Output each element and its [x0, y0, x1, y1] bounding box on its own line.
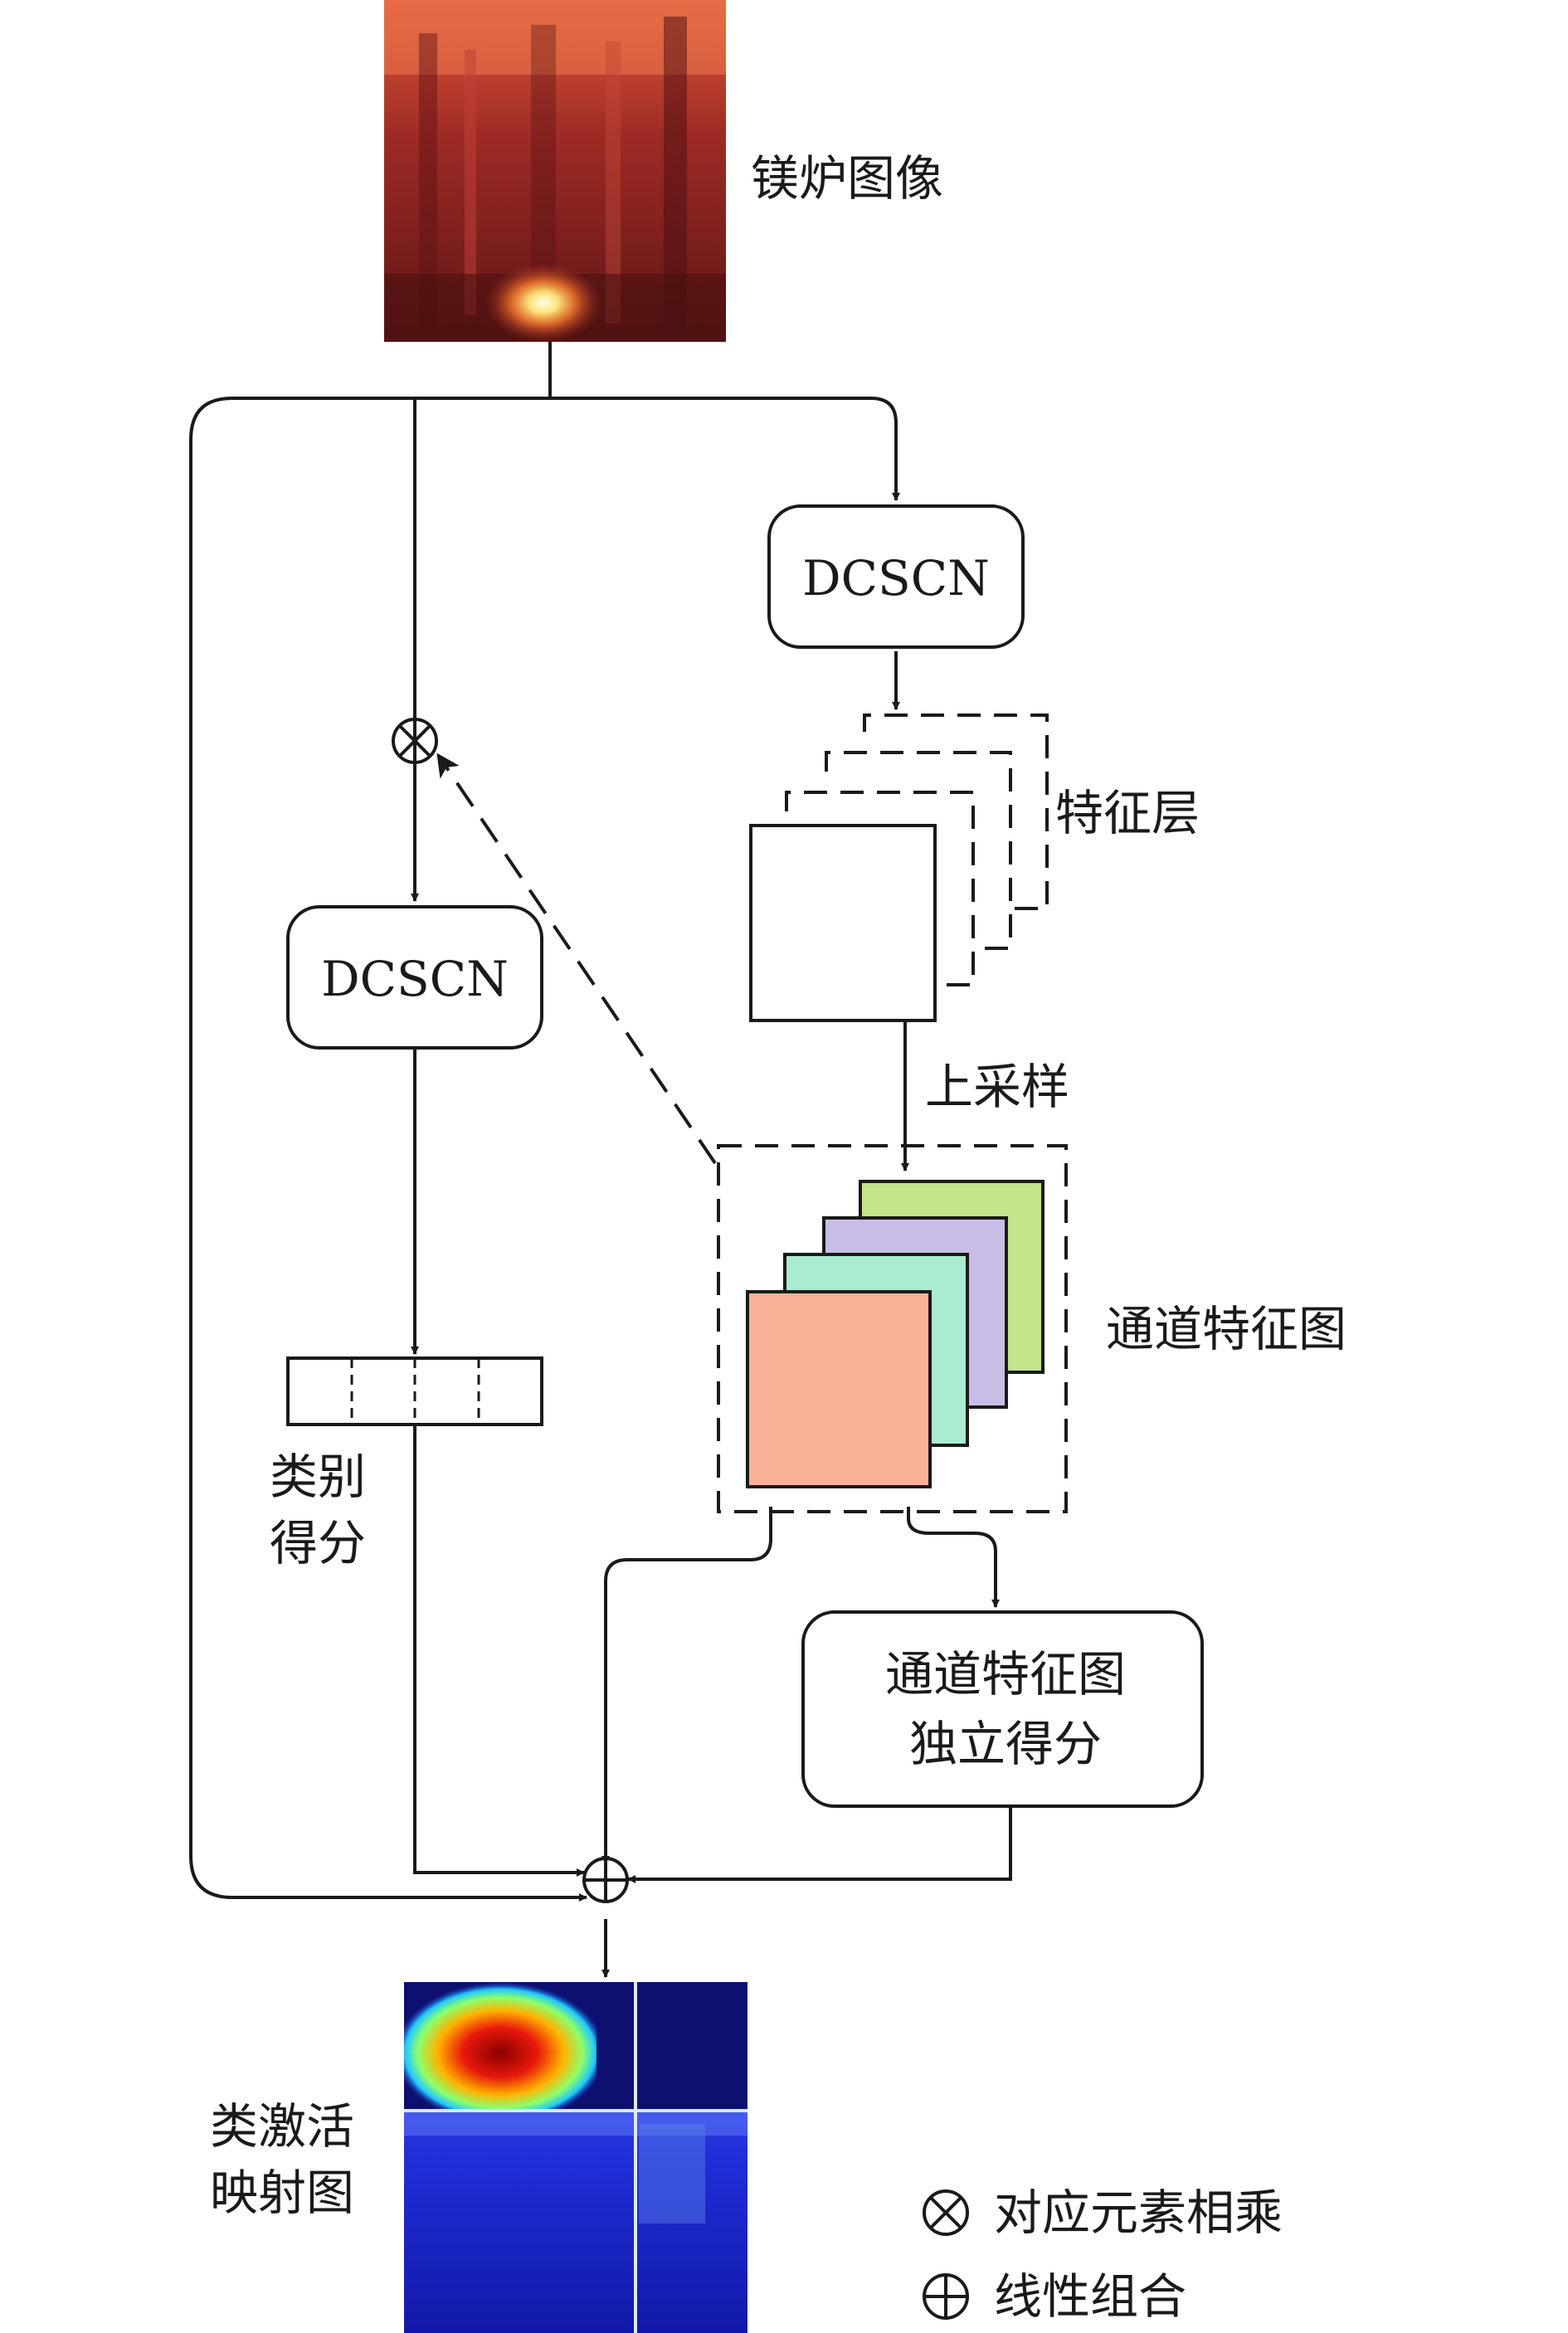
class-activation-map	[404, 1982, 747, 2333]
channel-feature-map-label: 通道特征图	[1106, 1301, 1346, 1357]
sum-node	[582, 1857, 629, 1903]
furnace-image-label: 镁炉图像	[751, 150, 943, 207]
feature-layer-label: 特征层	[1055, 785, 1200, 841]
class-score-vector	[286, 1356, 543, 1426]
to-dcscn-right	[232, 397, 900, 501]
legend-sum-label: 线性组合	[994, 2268, 1186, 2325]
legend-sum-icon	[923, 2273, 969, 2320]
dashed-feedback-arrow	[436, 753, 717, 1165]
skip-to-sum	[189, 397, 587, 1902]
cam-label-line1: 类激活	[210, 2098, 354, 2155]
class-score-to-sum	[413, 1425, 585, 1877]
channel-score-box	[801, 1610, 1204, 1808]
dcscn-left-label: DCSCN	[321, 951, 509, 1007]
channel-score-to-sum	[627, 1808, 1012, 1883]
channel-score-label-line2: 独立得分	[909, 1716, 1102, 1772]
channel-maps-stack	[746, 1180, 1045, 1488]
connectors	[189, 342, 1012, 1978]
maps-to-sum	[601, 1507, 772, 1864]
legend: 对应元素相乘 线性组合	[923, 2184, 1283, 2325]
feature-layer-stack	[749, 714, 1049, 1022]
map-salmon	[746, 1290, 932, 1488]
legend-multiply-label: 对应元素相乘	[994, 2184, 1283, 2241]
channel-score-label-line1: 通道特征图	[885, 1646, 1126, 1702]
cam-label-line2: 映射图	[210, 2165, 354, 2221]
class-score-label-line2: 得分	[270, 1515, 366, 1571]
maps-to-channel-score	[907, 1507, 1000, 1608]
channel-maps-frame	[717, 1144, 1068, 1513]
class-score-label-line1: 类别	[270, 1449, 366, 1505]
furnace-image	[384, 0, 726, 343]
dcscn-right-box	[767, 504, 1025, 649]
upsample-label: 上采样	[925, 1059, 1069, 1115]
legend-multiply-icon	[923, 2189, 969, 2236]
dcscn-right-label: DCSCN	[802, 550, 990, 606]
dcscn-left-box	[286, 905, 543, 1050]
multiply-node	[392, 718, 438, 764]
